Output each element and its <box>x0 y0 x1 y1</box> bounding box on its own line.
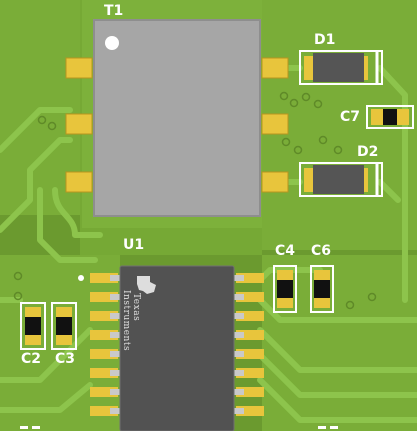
ic-logo-line1: Texas <box>131 293 141 322</box>
diode-d2[interactable] <box>299 162 383 197</box>
u1-pin1-dot <box>78 275 84 281</box>
vias <box>13 91 377 310</box>
capacitor-c3[interactable] <box>51 302 77 350</box>
t1-pads <box>65 57 289 193</box>
u1-body <box>119 265 235 431</box>
ic-logo-text: Texas <box>131 293 141 322</box>
u1-left-pins <box>90 273 118 416</box>
ic-u1[interactable] <box>78 265 264 431</box>
designator-t1: T1 <box>104 3 124 19</box>
traces <box>0 65 417 423</box>
capacitor-c2[interactable] <box>20 302 46 350</box>
pin1-marker <box>105 36 119 50</box>
ic-logo-line2: Instruments <box>121 290 131 352</box>
designator-u1: U1 <box>123 237 145 253</box>
transformer-t1[interactable] <box>65 0 289 228</box>
capacitor-c4[interactable] <box>273 265 297 313</box>
ic-logo-text-2: Instruments <box>121 290 131 352</box>
designator-c6: C6 <box>311 243 332 259</box>
designator-c2: C2 <box>21 351 42 367</box>
u1-right-pins <box>236 273 264 416</box>
texas-instruments-logo-icon <box>137 276 156 294</box>
diode-d1[interactable] <box>299 50 383 85</box>
u1-leads <box>110 275 244 414</box>
designator-c4: C4 <box>275 243 296 259</box>
capacitor-c6[interactable] <box>310 265 334 313</box>
capacitor-c7[interactable] <box>366 105 414 129</box>
t1-body <box>93 19 261 217</box>
designator-c7: C7 <box>340 109 361 125</box>
designator-c3: C3 <box>55 351 76 367</box>
designator-d1: D1 <box>314 32 336 48</box>
designator-d2: D2 <box>357 144 379 160</box>
partial-silkscreen-bottom <box>20 426 338 429</box>
